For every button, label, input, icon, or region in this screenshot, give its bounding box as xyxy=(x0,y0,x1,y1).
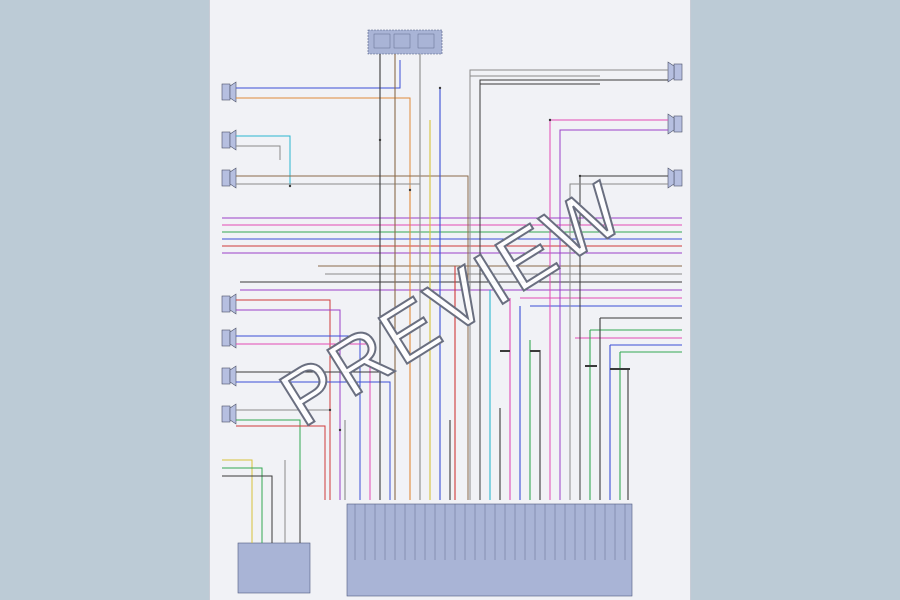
left-bottom-module xyxy=(237,542,311,594)
top-box-inner-3 xyxy=(417,33,435,49)
junction-dots xyxy=(288,86,582,432)
connector-markers xyxy=(500,350,630,370)
top-box-inner-2 xyxy=(393,33,411,49)
left-speaker-wires xyxy=(236,60,469,500)
module-pin-ticks xyxy=(354,504,626,560)
left-speakers xyxy=(221,81,237,425)
main-amplifier-module xyxy=(346,503,633,597)
bottom-left-wires xyxy=(222,459,301,543)
vertical-trunk-wires xyxy=(344,54,629,500)
top-box-inner-1 xyxy=(373,33,391,49)
top-junction-box xyxy=(367,29,443,55)
horizontal-bus-wires xyxy=(222,75,682,353)
right-speakers xyxy=(667,61,683,189)
